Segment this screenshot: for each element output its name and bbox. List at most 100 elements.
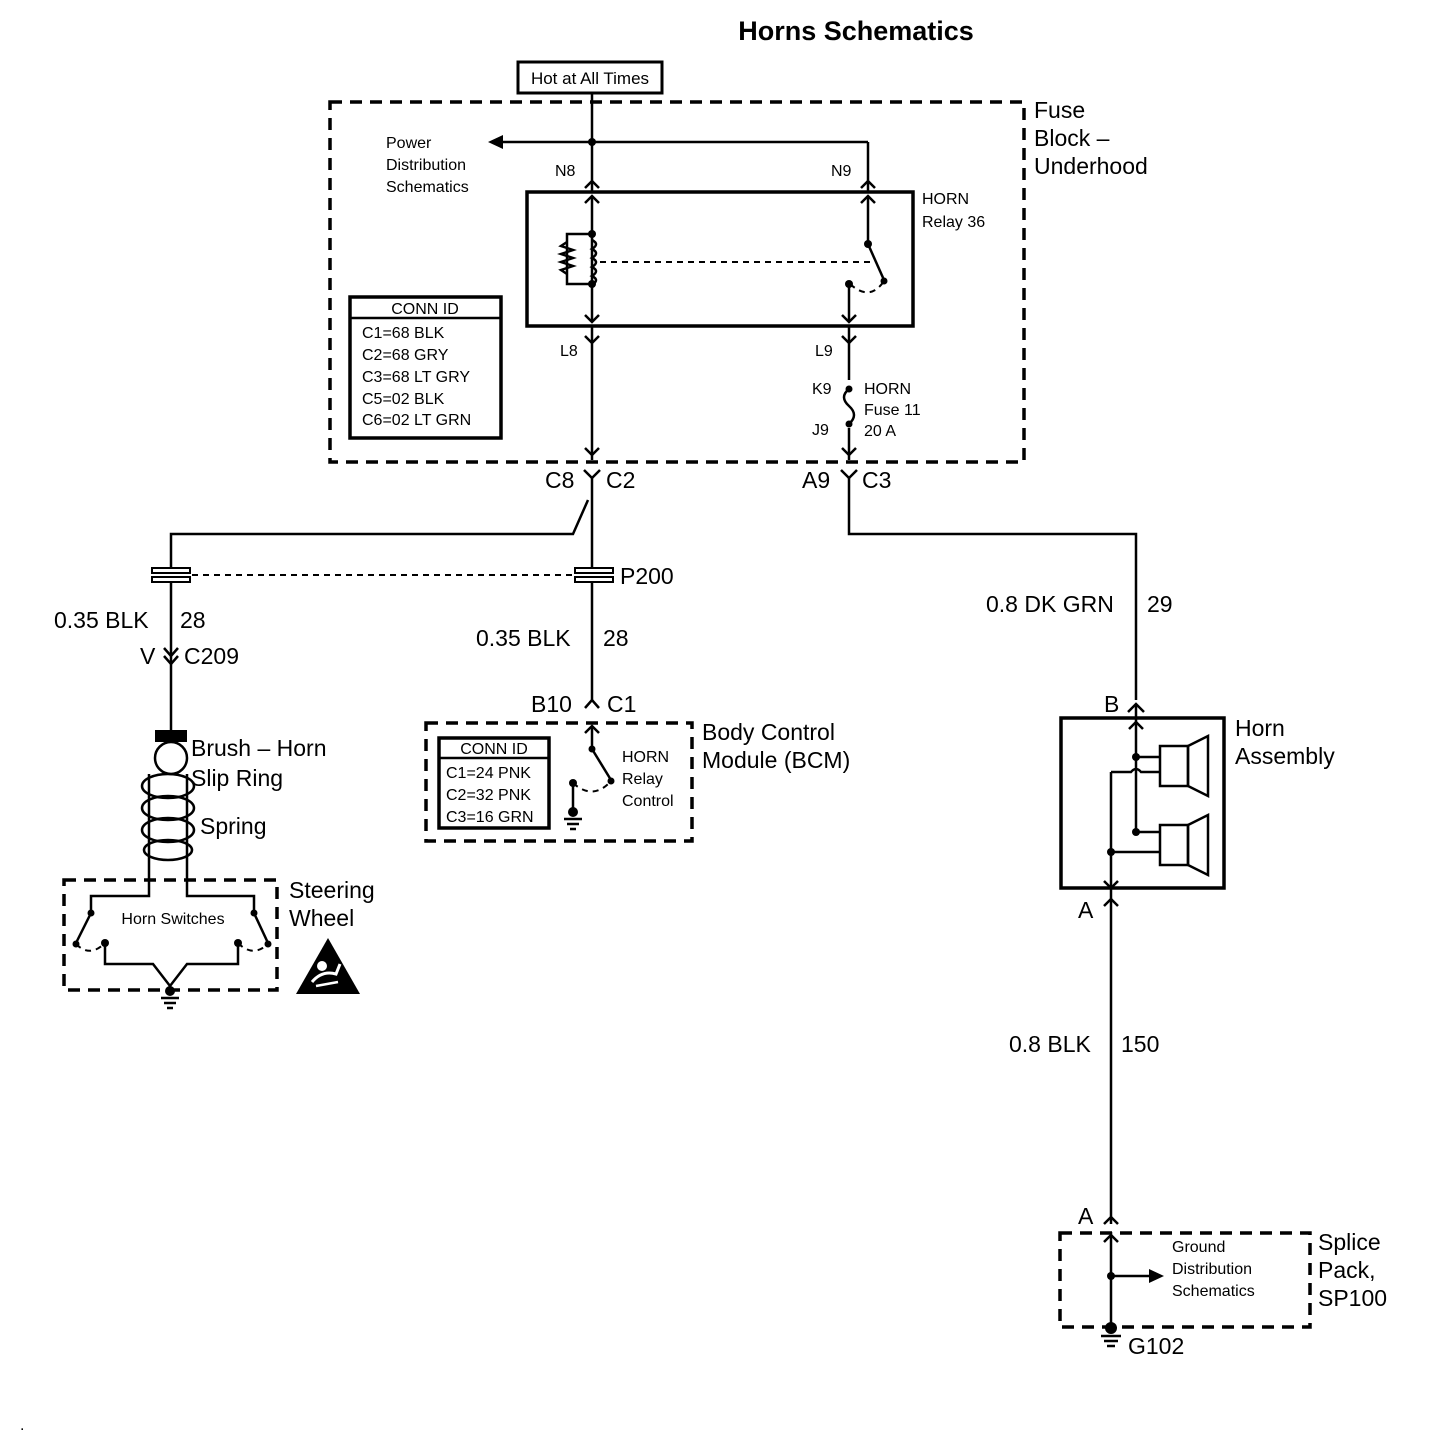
power-source-label: Hot at All Times: [516, 60, 664, 95]
horn-speaker-icon: [1158, 812, 1210, 878]
ground-distribution-text-1: Ground: [1172, 1239, 1225, 1256]
pass-through-p200: P200: [151, 563, 674, 589]
conn-id-header: CONN ID: [391, 301, 459, 318]
connector-v: V: [140, 643, 156, 669]
fuse-icon: [842, 388, 856, 425]
body-control-module: Body Control Module (BCM) CONN ID C1=24 …: [424, 719, 850, 843]
fuse-block-label-1: Fuse: [1034, 97, 1085, 123]
pin-l9: L9: [815, 343, 833, 360]
fuse-label-1: HORN: [864, 381, 911, 398]
horn-assembly-label-1: Horn: [1235, 715, 1285, 741]
right-wire-circuit: 29: [1147, 591, 1173, 617]
p200-label: P200: [620, 563, 674, 589]
brush-label-1: Brush – Horn: [191, 735, 327, 761]
connector-l8-icon: [584, 335, 600, 345]
fuse-block-label-3: Underhood: [1034, 153, 1148, 179]
brush-label-2: Slip Ring: [191, 765, 283, 791]
spring-icon: [140, 772, 196, 880]
fuse-block-underhood: Fuse Block – Underhood: [328, 97, 1148, 464]
ground-wire-size: 0.8 BLK: [1009, 1031, 1091, 1057]
hot-at-all-times-text: Hot at All Times: [531, 69, 649, 88]
bcm-conn-id-row: C1=24 PNK: [446, 765, 531, 782]
connector-c2: C2: [606, 467, 635, 493]
slip-ring-icon: [153, 740, 189, 776]
connector-a-horn: A: [1078, 897, 1094, 923]
connector-c8: C8: [545, 467, 574, 493]
connector-c8-c2-icon: [583, 469, 601, 480]
splice-pack-sp100: Splice Pack, SP100 Ground Distribution S…: [1058, 1229, 1387, 1329]
connector-a9-c3-icon: [840, 469, 858, 480]
pin-k9: K9: [812, 381, 832, 398]
right-wire-size: 0.8 DK GRN: [986, 591, 1114, 617]
power-distribution-text-1: Power: [386, 135, 432, 152]
pin-j9: J9: [812, 422, 829, 439]
middle-wire-circuit: 28: [603, 625, 629, 651]
connector-l9-icon: [841, 335, 857, 345]
connector-c209-icon: [163, 647, 179, 658]
steering-wheel-label-1: Steering: [289, 877, 375, 903]
bcm-relay-control-1: HORN: [622, 749, 669, 766]
spring-label: Spring: [200, 813, 266, 839]
horn-fuse-11: K9 J9 HORN Fuse 11 20 A: [812, 380, 921, 440]
bcm-label-1: Body Control: [702, 719, 835, 745]
power-distribution-arrow-icon: [488, 135, 503, 149]
conn-id-row: C3=68 LT GRY: [362, 369, 470, 386]
bcm-relay-control-2: Relay: [622, 771, 663, 788]
horn-switch-right-icon: [252, 912, 270, 944]
conn-id-row: C1=68 BLK: [362, 325, 445, 342]
connector-b10: B10: [531, 691, 572, 717]
connector-b: B: [1104, 691, 1119, 717]
connector-a-splice: A: [1078, 1203, 1094, 1229]
ground-distribution-text-3: Schematics: [1172, 1283, 1255, 1300]
bcm-switch-icon: [590, 748, 613, 781]
fuse-label-3: 20 A: [864, 423, 896, 440]
bcm-label-2: Module (BCM): [702, 747, 850, 773]
pin-l8: L8: [560, 343, 578, 360]
pin-n8: N8: [555, 163, 576, 180]
ground-g102: G102: [1128, 1333, 1184, 1359]
ground-distribution-arrow-icon: [1149, 1269, 1164, 1283]
bcm-conn-id-header: CONN ID: [460, 741, 528, 758]
ground-distribution-text-2: Distribution: [1172, 1261, 1252, 1278]
relay-coil-icon: [589, 238, 598, 287]
horn-assembly-label-2: Assembly: [1235, 743, 1335, 769]
relay-label-2: Relay 36: [922, 214, 985, 231]
power-distribution-text-3: Schematics: [386, 179, 469, 196]
relay-label-1: HORN: [922, 191, 969, 208]
steering-wheel-assembly: Brush – Horn Slip Ring Spring Horn Switc…: [62, 730, 375, 1010]
relay-switch-icon: [866, 243, 886, 281]
fuse-block-label-2: Block –: [1034, 125, 1110, 151]
connector-a-splice-icon: [1103, 1215, 1119, 1225]
conn-id-row: C5=02 BLK: [362, 391, 445, 408]
connector-b10-c1-icon: [584, 698, 600, 709]
horn-switches-label: Horn Switches: [121, 911, 224, 928]
conn-id-row: C2=68 GRY: [362, 347, 449, 364]
left-wire-circuit: 28: [180, 607, 206, 633]
connector-c3: C3: [862, 467, 891, 493]
horn-assembly: Horn Assembly: [1059, 704, 1335, 890]
ground-wire-circuit: 150: [1121, 1031, 1159, 1057]
bcm-conn-id-row: C3=16 GRN: [446, 809, 534, 826]
airbag-warning-icon: [296, 938, 360, 994]
fuse-block-conn-id-table: CONN ID C1=68 BLK C2=68 GRY C3=68 LT GRY…: [348, 295, 503, 440]
diagram-title: Horns Schematics: [738, 16, 974, 46]
middle-wire-size: 0.35 BLK: [476, 625, 571, 651]
pin-n9: N9: [831, 163, 852, 180]
bcm-relay-control-3: Control: [622, 793, 674, 810]
connector-c1: C1: [607, 691, 636, 717]
splice-label-2: Pack,: [1318, 1257, 1376, 1283]
fuse-label-2: Fuse 11: [864, 402, 921, 419]
left-wire-size: 0.35 BLK: [54, 607, 149, 633]
conn-id-row: C6=02 LT GRN: [362, 412, 471, 429]
splice-label-3: SP100: [1318, 1285, 1387, 1311]
horn-switch-left-icon: [74, 912, 93, 944]
connector-c209: C209: [184, 643, 239, 669]
splice-label-1: Splice: [1318, 1229, 1381, 1255]
power-distribution-text-2: Distribution: [386, 157, 466, 174]
horn-speaker-icon: [1158, 733, 1210, 799]
steering-wheel-label-2: Wheel: [289, 905, 354, 931]
connector-a9: A9: [802, 467, 830, 493]
corner-mark: .: [20, 1417, 24, 1434]
horn-relay-36: HORN Relay 36: [525, 190, 985, 328]
